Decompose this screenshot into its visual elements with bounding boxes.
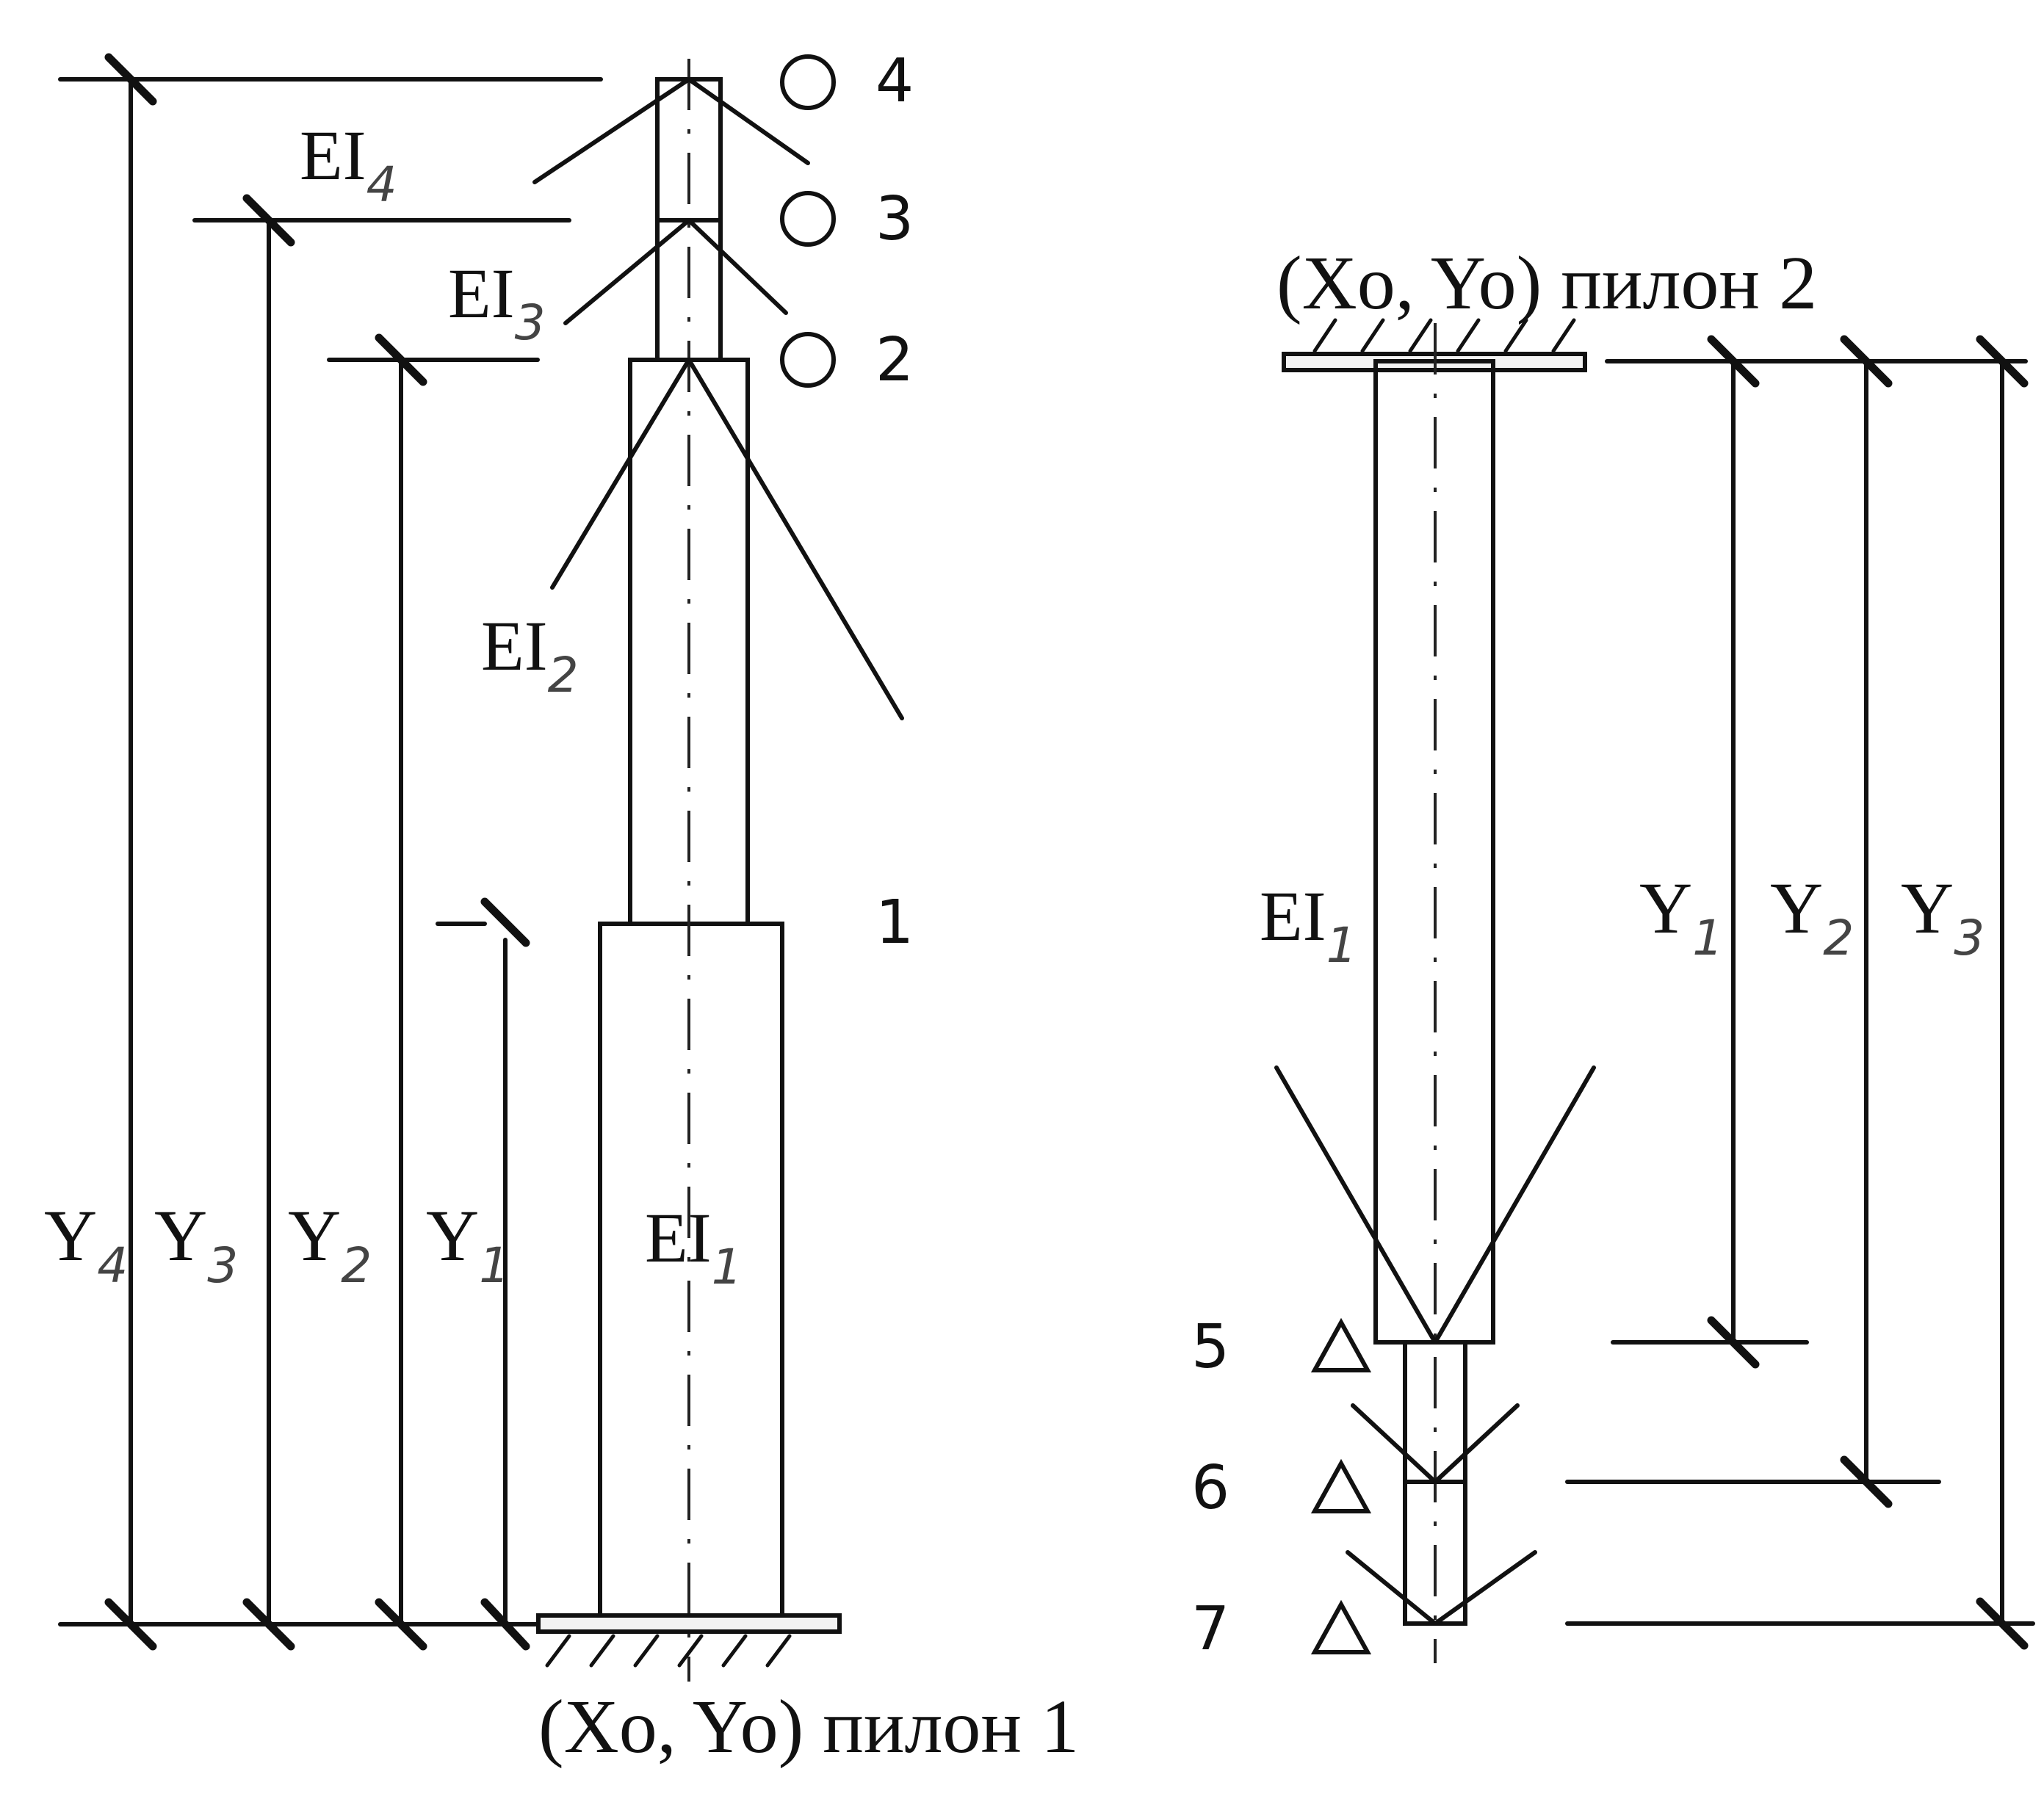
dim-sub: 1 [1692,910,1723,966]
ground-hatch [721,1634,748,1668]
stiffness-base: EI [645,1198,712,1277]
node-3-label: 3 [875,184,914,254]
dim-base: Y [1901,867,1954,949]
node-3-circle [780,191,836,247]
stiffness-ei4-label: EI4 [300,116,397,213]
ground-hatch [677,1634,704,1668]
tick-mark [480,1598,530,1651]
stiffness-sub: 4 [366,156,397,213]
dim-sub: 4 [97,1237,128,1294]
stiffness-base: EI [1260,877,1326,955]
node-5-label: 5 [1191,1312,1229,1382]
stiffness-ei3-label: EI3 [448,254,546,351]
node-5-triangle [1310,1317,1372,1372]
dim-base: Y [426,1195,479,1276]
stiffness-base: EI [448,254,515,333]
leader-line [532,77,691,184]
tick-mark [242,1598,295,1651]
leader-line [1433,1550,1537,1626]
node-4-label: 4 [875,46,914,116]
dim-y1-label: Y1 [1639,867,1723,966]
ground-hatch [545,1634,571,1668]
stiffness-sub: 1 [1326,917,1357,974]
leader-line [687,77,810,165]
leader-line [687,218,788,315]
stiffness-sub: 1 [712,1239,743,1295]
dim-y3-label: Y3 [154,1195,238,1294]
pylon-2: (Xo, Yo) пилон 2 5 6 7 EI1 [1191,241,2035,1664]
dim-sub: 3 [1954,910,1985,966]
tick-mark [375,333,427,386]
tick-mark [242,194,295,247]
dim-y2-label: Y2 [288,1195,372,1294]
leader-line [563,218,691,325]
support-hatch [1408,318,1433,353]
stiffness-ei2-label: EI2 [481,607,579,703]
leader-line [550,358,691,590]
support-hatch [1312,318,1337,353]
leader-line [687,358,904,720]
tick-mark [480,897,530,947]
node-7-label: 7 [1191,1594,1229,1664]
tick-mark [1976,1597,2029,1650]
tick-mark [104,53,157,106]
node-7-triangle [1310,1599,1372,1654]
tick-mark [1840,1455,1893,1508]
leader-line [1433,1065,1596,1345]
stiffness-base: EI [481,607,548,685]
node-6-triangle [1310,1458,1372,1513]
tick-mark [1840,335,1893,388]
dim-y4-label: Y4 [44,1195,128,1294]
ground-hatch [765,1634,792,1668]
tick-mark [375,1598,427,1651]
dim-base: Y [44,1195,97,1276]
leader-line [1433,1403,1520,1484]
base-plate [536,1613,842,1634]
pylon-1: 4 3 2 1 EI4 EI3 EI2 EI1 Y4 Y3 Y2 Y1 (Xo,… [44,46,1079,1769]
dim-y2-label: Y2 [1770,867,1854,966]
leader-line [1274,1065,1437,1345]
tick-mark [104,1598,157,1651]
support-hatch [1360,318,1385,353]
dim-sub: 3 [207,1237,238,1294]
stiffness-ei1-label: EI1 [1260,877,1357,974]
leader-line [1351,1403,1437,1484]
tick-mark [1707,1316,1760,1369]
ground-hatch [589,1634,615,1668]
dim-sub: 2 [341,1237,372,1294]
node-6-label: 6 [1191,1453,1229,1523]
node-2-label: 2 [875,325,914,395]
support-hatch [1456,318,1481,353]
stiffness-sub: 2 [548,647,579,703]
dim-base: Y [154,1195,207,1276]
pylon-2-caption: (Xo, Yo) пилон 2 [1276,241,1817,325]
dim-base: Y [1770,867,1823,949]
stiffness-ei1-label: EI1 [645,1198,743,1295]
leader-line [1346,1550,1437,1626]
dim-sub: 2 [1823,910,1854,966]
ground-hatch [633,1634,660,1668]
support-hatch [1551,318,1576,353]
node-2-circle [780,332,836,388]
support-hatch [1503,318,1528,353]
pylon-1-caption: (Xo, Yo) пилон 1 [538,1684,1079,1769]
dim-base: Y [1639,867,1692,949]
tick-mark [1976,335,2029,388]
dim-y3-label: Y3 [1901,867,1985,966]
dim-y1-label: Y1 [426,1195,510,1294]
stiffness-sub: 3 [515,294,546,351]
tick-mark [1707,335,1760,388]
stiffness-base: EI [300,116,366,195]
dim-sub: 1 [479,1237,510,1294]
dim-base: Y [288,1195,341,1276]
node-4-circle [780,54,836,110]
node-1-label: 1 [875,888,914,958]
